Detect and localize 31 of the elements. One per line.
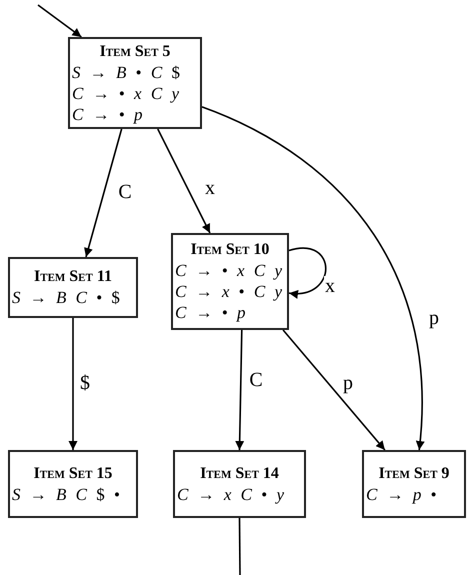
arrow — [38, 4, 82, 38]
edge-label: $ — [79, 373, 91, 393]
production-rule: C → • x C y — [72, 82, 179, 104]
item-set-heading: Item Set 10 — [190, 240, 270, 260]
production-rule: S → B • C $ — [72, 62, 180, 82]
item-set-box — [173, 450, 306, 518]
arrow — [157, 128, 211, 234]
arrow — [288, 247, 326, 298]
arrow — [235, 330, 244, 450]
production-rule: C → x • C y — [175, 281, 282, 302]
item-set-heading: Item Set 5 — [100, 42, 170, 62]
item-set-box — [8, 257, 138, 318]
production-rule: C → x C • y — [177, 484, 284, 504]
item-set-box — [171, 233, 289, 330]
item-set-box — [68, 37, 202, 129]
item-set-heading: Item Set 14 — [200, 464, 279, 484]
production-rule: C → • x C y — [175, 260, 282, 281]
item-set-heading: Item Set 11 — [34, 267, 112, 287]
arrow — [202, 106, 424, 450]
arrow — [68, 318, 78, 450]
item-set-box — [362, 450, 466, 518]
production-rule: S → B C $ • — [12, 484, 120, 504]
production-rule: S → B C • $ — [12, 287, 120, 308]
production-rule: C → • p — [72, 104, 143, 124]
arrow — [84, 128, 122, 258]
item-set-heading: Item Set 15 — [34, 464, 112, 484]
arrow — [282, 329, 386, 451]
production-rule: C → p • — [366, 484, 437, 504]
production-rule: C → • p — [175, 302, 246, 323]
item-set-heading: Item Set 9 — [378, 464, 450, 484]
item-set-box — [8, 450, 138, 518]
